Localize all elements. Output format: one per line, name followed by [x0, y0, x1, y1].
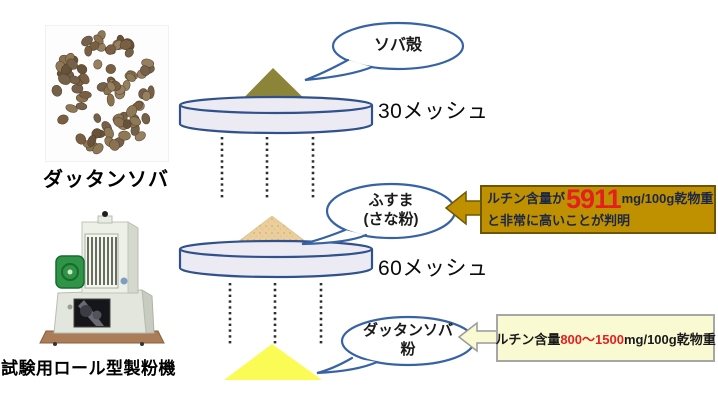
hull-bubble: [304, 21, 465, 82]
machine-side-knob: [120, 277, 128, 285]
machine-latch: [67, 304, 73, 310]
machine-top-knob: [102, 211, 108, 217]
seeds-caption: ダッタンソバ: [43, 169, 169, 191]
machine-tower-side: [127, 221, 139, 294]
sieve60-label: 60メッシュ: [378, 257, 489, 280]
machine-top-cap: [97, 215, 113, 224]
seeds-photo-canvas: [51, 30, 155, 155]
high-rutin-prefix: ルチン含量が: [487, 191, 566, 207]
machine-roller: [92, 310, 102, 320]
motor-hub: [67, 269, 73, 275]
machine-vent-frame: [84, 233, 119, 289]
flour-bubble-label: ダッタンソバ 粉: [363, 321, 453, 359]
high-rutin-line2: と非常に高いことが判明: [487, 212, 631, 228]
machine-vents: [87, 237, 117, 285]
machine-roller: [80, 305, 92, 317]
normal-rutin-prefix: ルチン含量: [495, 331, 561, 347]
seeds-photo: [45, 25, 169, 162]
bran-bubble-line2: (さな粉): [363, 211, 419, 228]
flour-bubble: [316, 315, 476, 375]
high-rutin-unit: mg/100g乾物重: [621, 191, 714, 207]
flour-bubble-line1: ダッタンソバ: [362, 321, 454, 339]
hull-bubble-label: ソバ殻: [373, 36, 423, 54]
flow-dots-60mesh: [228, 283, 323, 346]
machine-foot: [53, 342, 57, 346]
bran-bubble-label: ふすま (さな粉): [364, 191, 419, 229]
machine-caption: 試験用ロール型製粉機: [1, 359, 176, 378]
flow-dots-30mesh: [220, 137, 315, 200]
flour-bubble-line2: 粉: [400, 341, 416, 358]
high-rutin-value: 5911: [566, 184, 622, 214]
sieve-30mesh: [178, 95, 374, 135]
bran-bubble-line1: ふすま: [368, 191, 414, 209]
machine-foot: [140, 342, 144, 346]
sieve30-label: 30メッシュ: [378, 100, 489, 123]
normal-rutin-value: 800〜1500: [560, 331, 624, 347]
flour-pile: [224, 344, 322, 380]
normal-rutin-unit: mg/100g乾物重: [623, 331, 716, 347]
sieve-60mesh: [178, 239, 374, 279]
motor-ring: [61, 263, 79, 281]
roll-mill-illustration: [39, 211, 165, 346]
